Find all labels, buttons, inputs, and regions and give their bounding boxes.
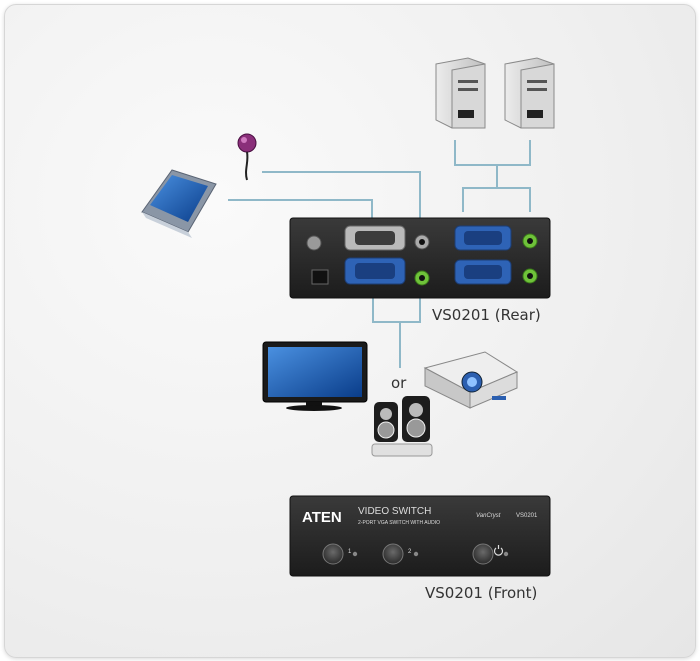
ground-screw xyxy=(306,235,322,251)
projector-icon xyxy=(423,351,519,409)
front-product: VIDEO SWITCH xyxy=(358,506,431,517)
vs0201-front-panel: ATEN VIDEO SWITCH 2-PORT VGA SWITCH WITH… xyxy=(289,495,551,577)
port-1-button xyxy=(322,543,344,565)
power-led xyxy=(503,551,509,557)
front-subtitle: 2-PORT VGA SWITCH WITH AUDIO xyxy=(358,520,440,526)
pc-tower-icon xyxy=(435,57,486,129)
cable-controller xyxy=(262,171,421,230)
cable-outputs xyxy=(372,284,421,368)
rear-caption: VS0201 (Rear) xyxy=(432,306,541,324)
power-button xyxy=(472,543,494,565)
power-jack xyxy=(311,269,329,285)
cable-touchscreen xyxy=(228,199,373,226)
port-1-label: 1 xyxy=(348,549,352,555)
port-1-led xyxy=(352,551,358,557)
rs232-controller-icon xyxy=(237,133,257,181)
port-2-led xyxy=(413,551,419,557)
or-label: or xyxy=(391,374,407,392)
front-vancryst: VanCryst xyxy=(476,513,501,519)
vs0201-rear-panel xyxy=(289,217,551,299)
front-caption: VS0201 (Front) xyxy=(425,584,537,602)
speakers-icon xyxy=(371,396,433,457)
tv-icon xyxy=(262,341,368,411)
front-brand: ATEN xyxy=(302,509,342,526)
front-model: VS0201 xyxy=(516,513,538,519)
port-2-button xyxy=(382,543,404,565)
cables xyxy=(228,140,531,368)
power-icon xyxy=(493,545,504,556)
touchscreen-icon xyxy=(141,169,217,238)
cable-pcs-to-switch xyxy=(454,140,531,212)
port-2-label: 2 xyxy=(408,549,412,555)
pc-tower-icon xyxy=(504,57,555,129)
